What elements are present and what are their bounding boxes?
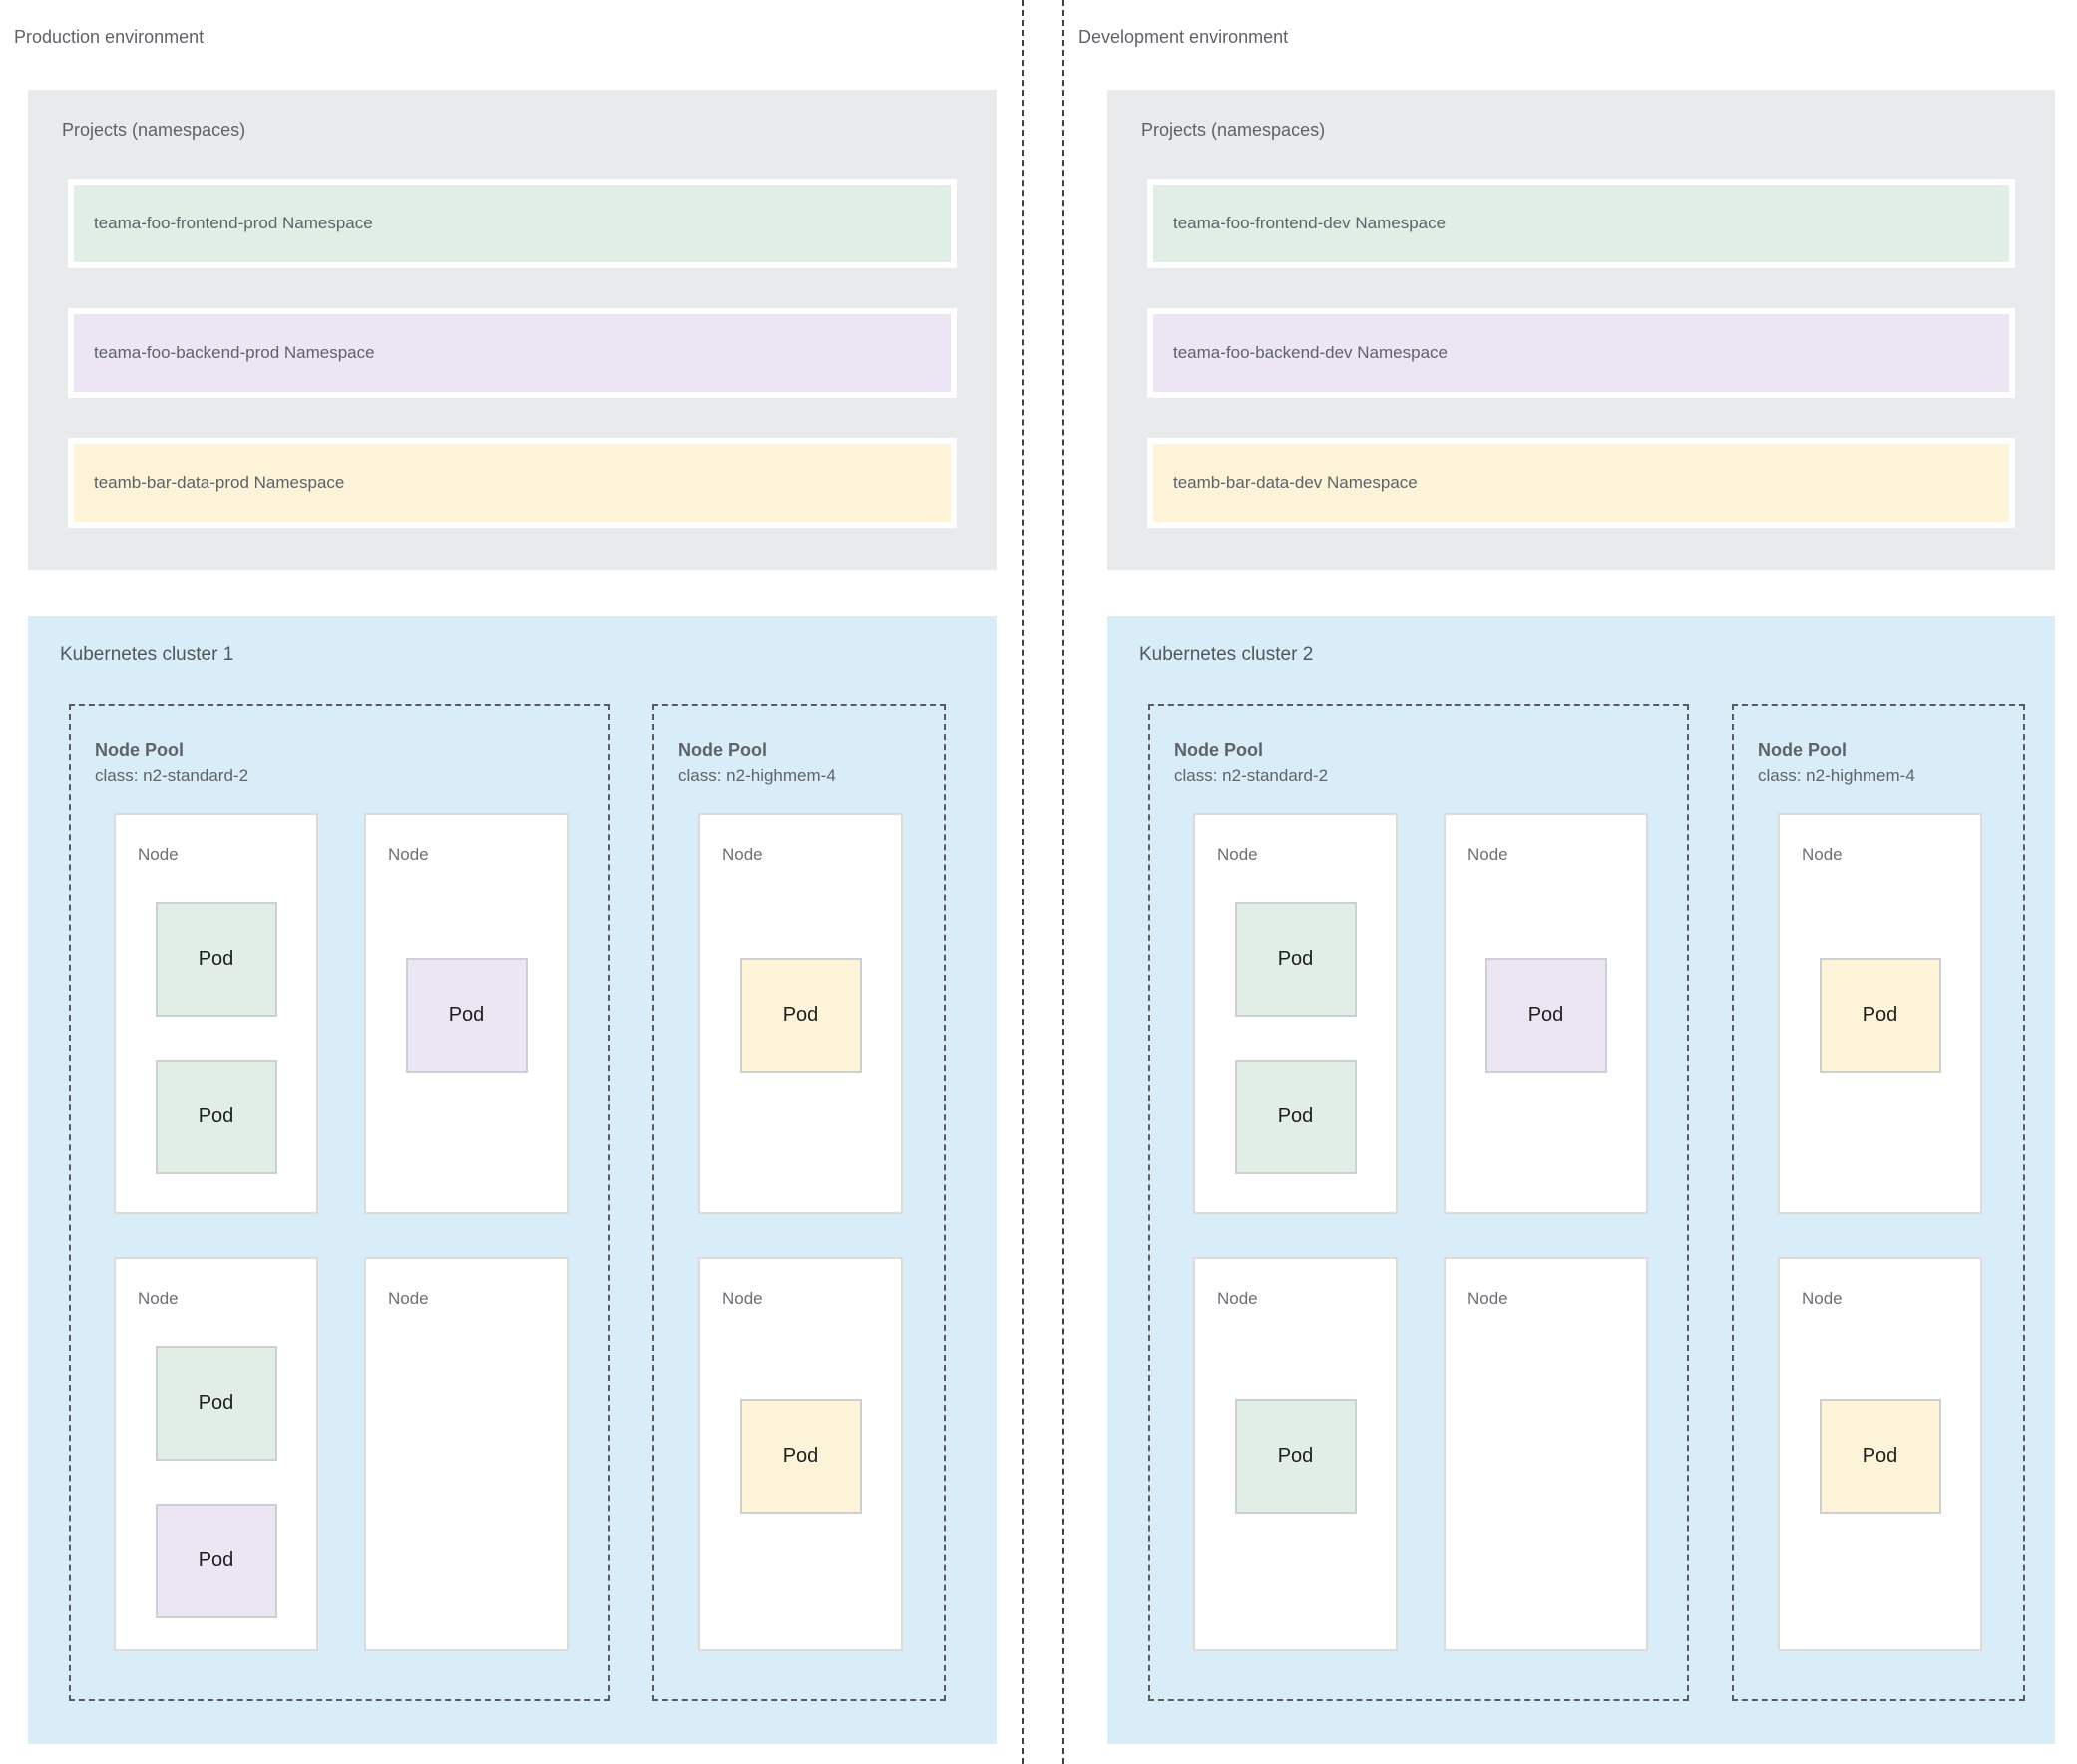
pod-box: Pod — [1234, 1060, 1357, 1174]
node-box: Node Pod — [1193, 1257, 1398, 1651]
node-pool-highmem: Node Pool class: n2-highmem-4 Node Pod N… — [652, 704, 946, 1701]
node-pool-title: Node Pool — [95, 740, 184, 760]
node-pool-title: Node Pool — [1174, 740, 1263, 760]
namespace-bar-frontend-prod: teama-foo-frontend-prod Namespace — [68, 179, 957, 268]
node-box: Node Pod — [1778, 813, 1982, 1214]
pod-box: Pod — [1484, 958, 1607, 1073]
environment-title: Development environment — [1078, 27, 1289, 47]
namespace-bar-data-dev: teamb-bar-data-dev Namespace — [1147, 438, 2015, 528]
node-label: Node — [388, 845, 429, 864]
node-label: Node — [722, 1289, 763, 1308]
node-label: Node — [388, 1289, 429, 1308]
kubernetes-cluster-2-box: Kubernetes cluster 2 Node Pool class: n2… — [1107, 616, 2055, 1744]
projects-box-title: Projects (namespaces) — [62, 120, 246, 140]
node-pool-standard: Node Pool class: n2-standard-2 Node Pod … — [1148, 704, 1689, 1701]
node-box: Node Pod Pod — [1193, 813, 1398, 1214]
pod-box: Pod — [1819, 1399, 1941, 1514]
node-pool-header: Node Pool class: n2-standard-2 — [1174, 738, 1328, 788]
node-pool-header: Node Pool class: n2-standard-2 — [95, 738, 248, 788]
namespace-bar-frontend-dev: teama-foo-frontend-dev Namespace — [1147, 179, 2015, 268]
node-label: Node — [1467, 1289, 1508, 1308]
node-pool-highmem: Node Pool class: n2-highmem-4 Node Pod N… — [1732, 704, 2025, 1701]
node-label: Node — [1217, 845, 1258, 864]
namespace-label: teama-foo-frontend-prod Namespace — [74, 185, 951, 262]
production-environment-column: Production environment Projects (namespa… — [0, 0, 1022, 1764]
environment-divider-left-line — [1022, 0, 1024, 1764]
node-box-empty: Node — [364, 1257, 569, 1651]
projects-namespaces-box: Projects (namespaces) teama-foo-frontend… — [1107, 90, 2055, 570]
development-environment-column: Development environment Projects (namesp… — [1064, 0, 2077, 1764]
pod-box: Pod — [739, 1399, 862, 1514]
projects-namespaces-box: Projects (namespaces) teama-foo-frontend… — [28, 90, 997, 570]
pod-box: Pod — [1234, 1399, 1357, 1514]
cluster-title: Kubernetes cluster 1 — [60, 644, 234, 664]
pod-box: Pod — [405, 958, 528, 1073]
namespace-label: teama-foo-backend-prod Namespace — [74, 314, 951, 392]
node-label: Node — [1802, 845, 1843, 864]
cluster-title: Kubernetes cluster 2 — [1139, 644, 1314, 664]
pod-box: Pod — [155, 1346, 277, 1461]
node-box: Node Pod Pod — [114, 813, 318, 1214]
node-label: Node — [1467, 845, 1508, 864]
pod-box: Pod — [1819, 958, 1941, 1073]
node-label: Node — [722, 845, 763, 864]
node-pool-title: Node Pool — [1758, 740, 1847, 760]
environment-divider-right-line — [1062, 0, 1064, 1764]
node-box: Node Pod Pod — [114, 1257, 318, 1651]
node-label: Node — [1802, 1289, 1843, 1308]
pod-box: Pod — [155, 902, 277, 1017]
namespace-label: teama-foo-backend-dev Namespace — [1153, 314, 2009, 392]
environment-title: Production environment — [14, 27, 205, 47]
namespace-label: teamb-bar-data-prod Namespace — [74, 444, 951, 522]
node-pool-standard: Node Pool class: n2-standard-2 Node Pod … — [69, 704, 610, 1701]
node-pool-class: class: n2-standard-2 — [1174, 766, 1329, 785]
node-box: Node Pod — [1444, 813, 1648, 1214]
node-pool-class: class: n2-standard-2 — [95, 766, 249, 785]
namespace-label: teamb-bar-data-dev Namespace — [1153, 444, 2009, 522]
namespace-bar-data-prod: teamb-bar-data-prod Namespace — [68, 438, 957, 528]
node-box-empty: Node — [1444, 1257, 1648, 1651]
node-box: Node Pod — [364, 813, 569, 1214]
node-pool-header: Node Pool class: n2-highmem-4 — [1758, 738, 1915, 788]
node-label: Node — [138, 845, 179, 864]
pod-box: Pod — [155, 1504, 277, 1618]
projects-box-title: Projects (namespaces) — [1141, 120, 1326, 140]
namespace-bar-backend-prod: teama-foo-backend-prod Namespace — [68, 308, 957, 398]
pod-box: Pod — [739, 958, 862, 1073]
node-pool-title: Node Pool — [678, 740, 767, 760]
node-box: Node Pod — [1778, 1257, 1982, 1651]
namespace-label: teama-foo-frontend-dev Namespace — [1153, 185, 2009, 262]
node-box: Node Pod — [698, 813, 903, 1214]
pod-box: Pod — [155, 1060, 277, 1174]
node-pool-class: class: n2-highmem-4 — [678, 766, 836, 785]
node-box: Node Pod — [698, 1257, 903, 1651]
node-label: Node — [138, 1289, 179, 1308]
namespace-bar-backend-dev: teama-foo-backend-dev Namespace — [1147, 308, 2015, 398]
node-pool-class: class: n2-highmem-4 — [1758, 766, 1915, 785]
node-pool-header: Node Pool class: n2-highmem-4 — [678, 738, 836, 788]
node-label: Node — [1217, 1289, 1258, 1308]
pod-box: Pod — [1234, 902, 1357, 1017]
kubernetes-cluster-1-box: Kubernetes cluster 1 Node Pool class: n2… — [28, 616, 997, 1744]
